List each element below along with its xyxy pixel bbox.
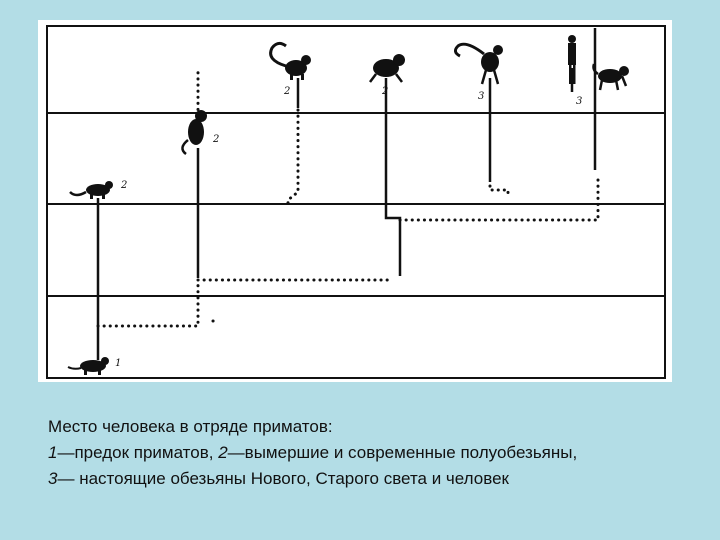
phylogeny-diagram: 1 2 2 2: [46, 25, 666, 379]
caption-text-2: —вымершие и современные полуобезьяны,: [227, 443, 578, 462]
caption-num-3: 3: [48, 469, 58, 488]
dotted-ancestor-to-tarsier: [96, 278, 200, 328]
label-tarsier: 2: [212, 134, 219, 145]
caption-num-1: 1: [48, 443, 58, 462]
label-human: 3: [576, 96, 582, 107]
lemur-icon: [269, 41, 311, 80]
label-new-world-monkey: 3: [478, 91, 484, 102]
old-world-monkey-icon: [592, 63, 629, 91]
lineage-loris-line: [384, 78, 402, 276]
hypothetical-lineages: [96, 70, 600, 328]
dotted-newworld: [488, 184, 510, 198]
spider-monkey-icon: [453, 42, 503, 85]
caption-num-2: 2: [218, 443, 228, 462]
dotted-loris-to-human: [398, 176, 600, 222]
loris-icon: [369, 54, 405, 83]
caption-text-3: — настоящие обезьяны Нового, Старого све…: [57, 469, 509, 488]
figure-caption: Место человека в отряде приматов: 1—пред…: [48, 414, 708, 492]
known-lineages: [96, 28, 597, 360]
rodent-ancestor-icon: [67, 357, 109, 375]
human-icon: [568, 35, 576, 84]
phylogeny-figure: 1 2 2 2: [38, 20, 672, 382]
caption-line-3: 3— настоящие обезьяны Нового, Старого св…: [48, 466, 708, 492]
caption-line-2: 1—предок приматов, 2—вымершие и современ…: [48, 440, 708, 466]
caption-title: Место человека в отряде приматов:: [48, 417, 333, 436]
label-ancestor: 1: [115, 358, 121, 369]
label-lemur: 2: [283, 86, 290, 97]
tarsier-icon: [181, 110, 207, 155]
label-loris: 2: [381, 86, 388, 97]
diagram-frame: [46, 25, 666, 379]
dotted-lemur-down: [286, 108, 300, 208]
tree-shrew-icon: [69, 181, 113, 199]
caption-text-1: —предок приматов,: [57, 443, 219, 462]
label-tree-shrew: 2: [120, 180, 127, 191]
